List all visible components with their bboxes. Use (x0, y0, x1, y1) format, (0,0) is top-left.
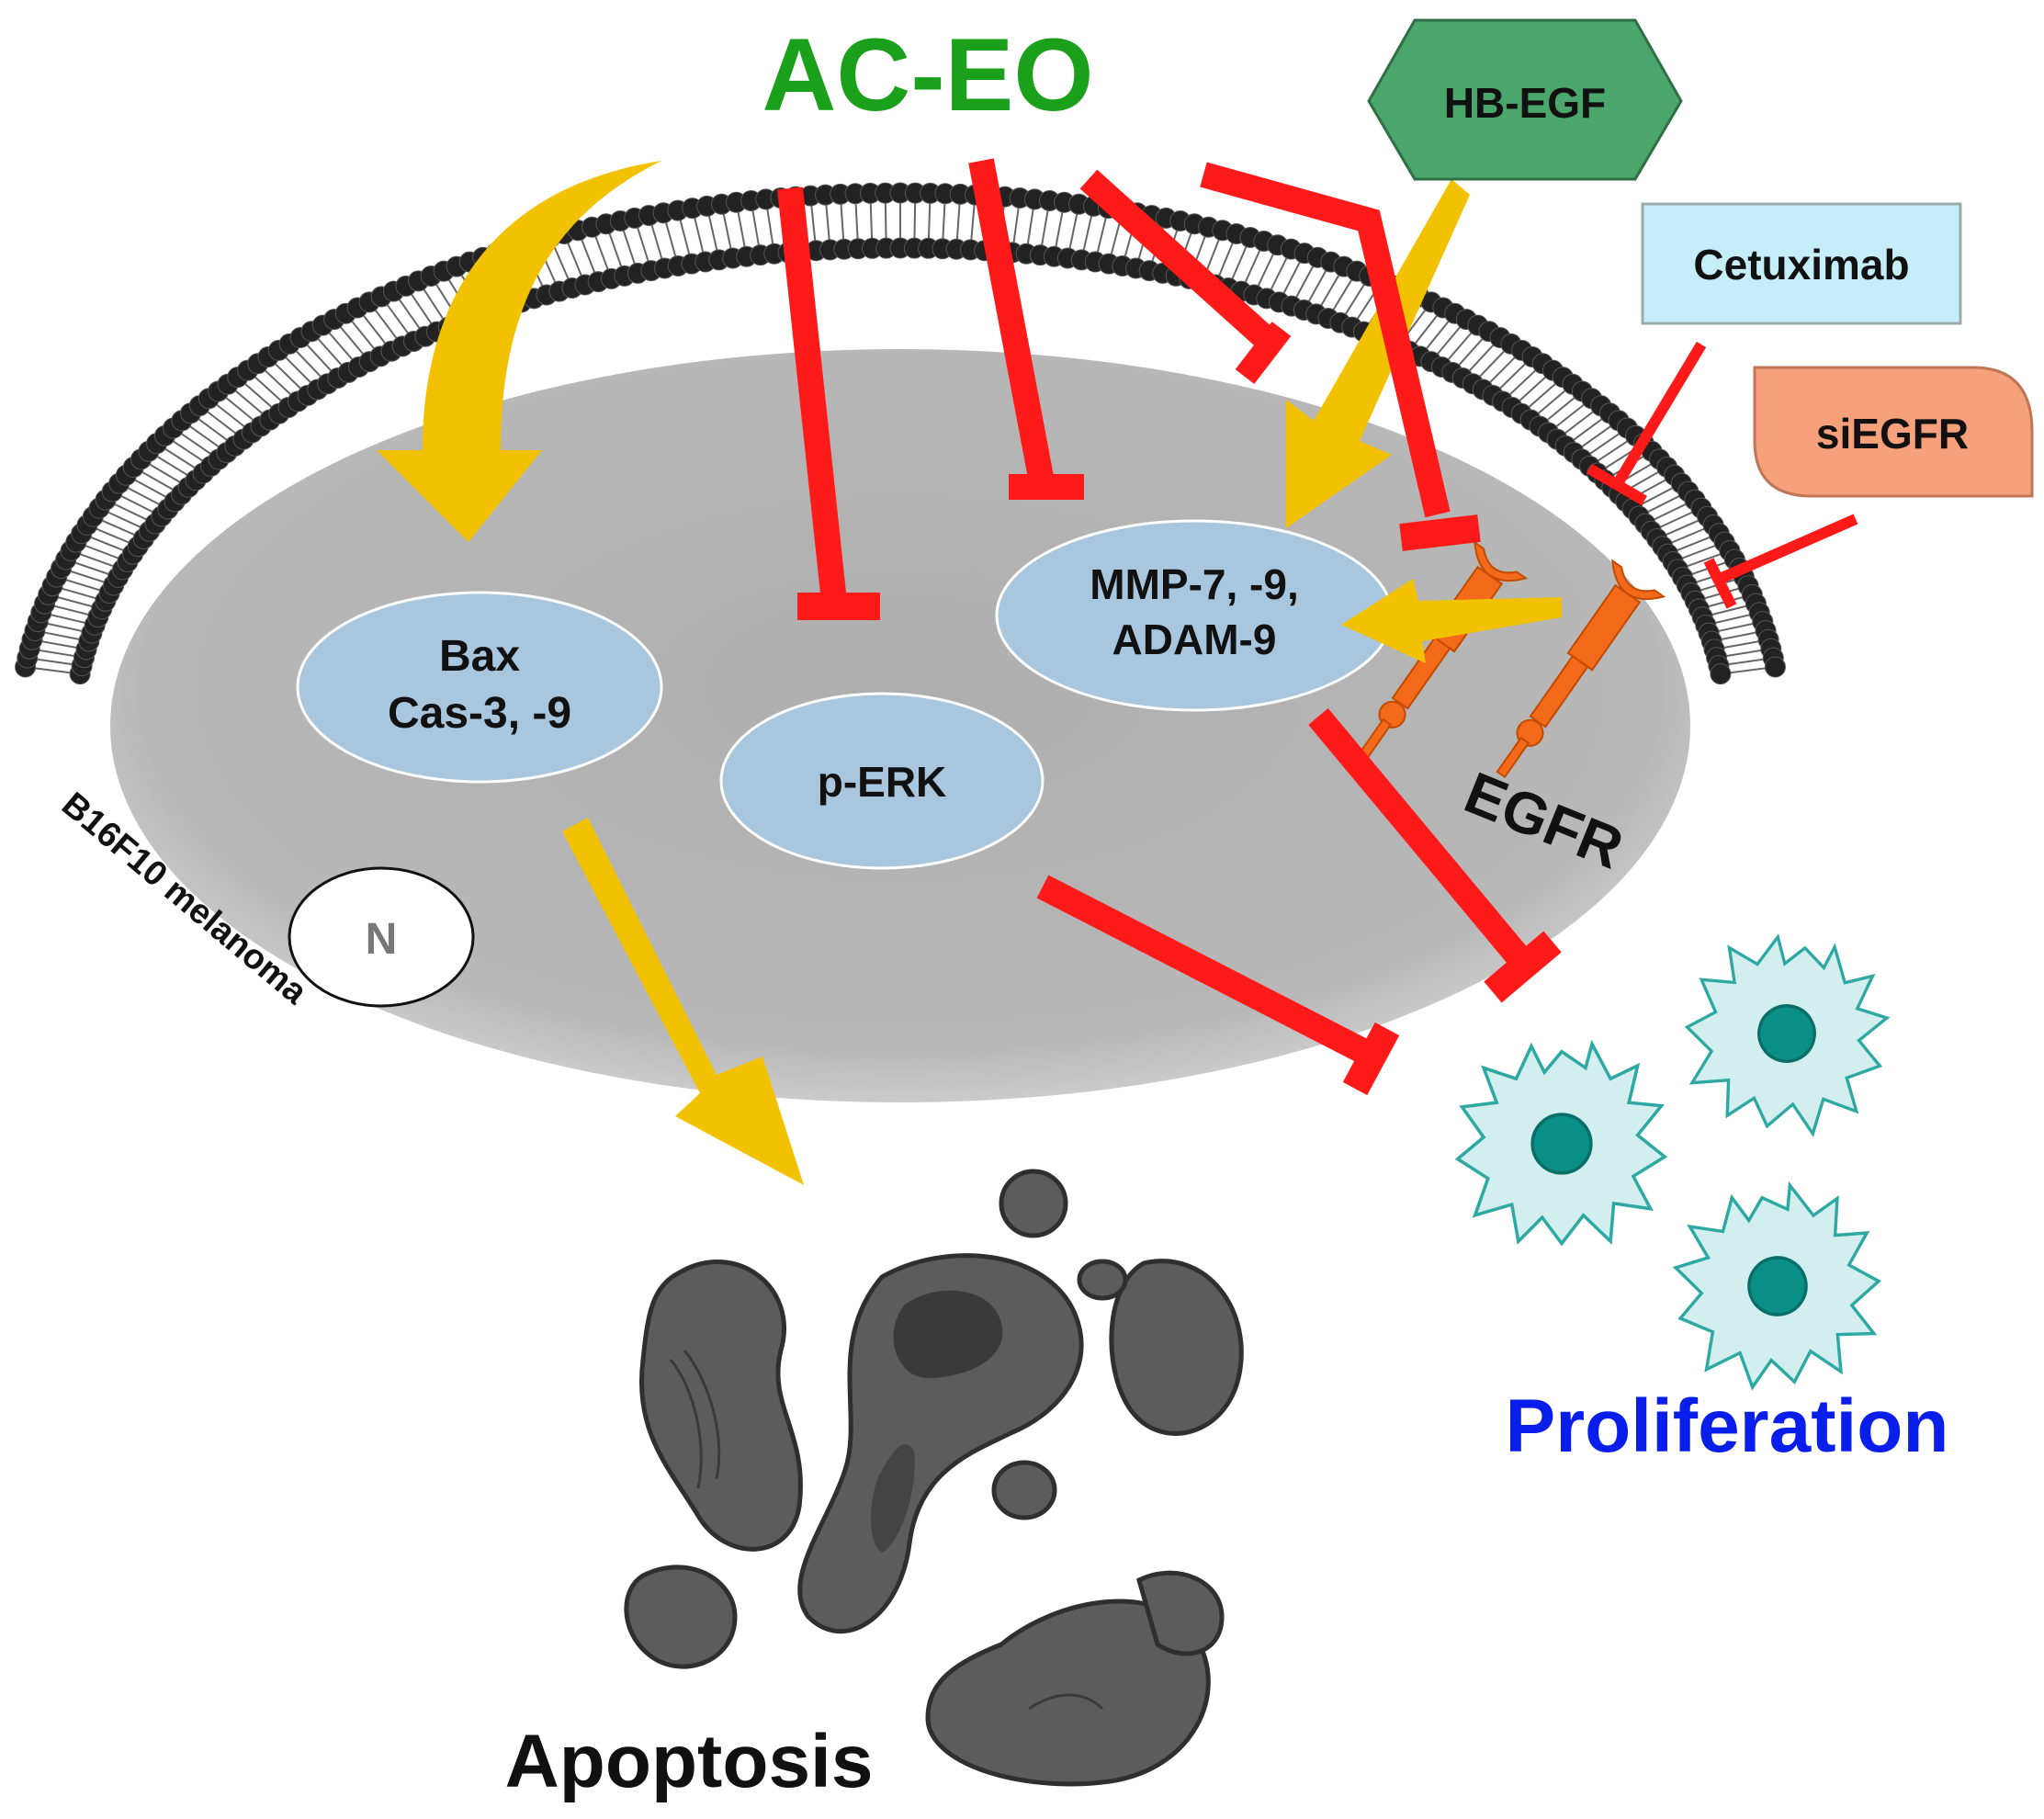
hbegf-label: HB-EGF (1444, 79, 1606, 127)
inhibition-aceo-erk (777, 186, 880, 620)
apoptosis-label: Apoptosis (505, 1720, 874, 1803)
inhibition-arrows (777, 158, 1858, 1096)
apoptotic-body (1109, 1259, 1244, 1436)
membrane-lipid (1764, 656, 1786, 678)
apoptotic-body (624, 1565, 738, 1669)
treatment-title: AC-EO (762, 17, 1094, 132)
tumor-cell (1659, 1171, 1895, 1402)
activation-arrow-hbegf-mmp (1286, 179, 1470, 528)
activation-arrow-aceo-bax (377, 161, 661, 542)
cetuximab-box (1641, 202, 1962, 325)
apoptotic-body (925, 1599, 1211, 1787)
proteases-label-1: MMP-7, -9, (1090, 560, 1298, 608)
sirna-shape (1753, 366, 2034, 498)
apoptotic-bodies (624, 1169, 1244, 1787)
proliferation-label: Proliferation (1506, 1384, 1949, 1468)
membrane-lipid (1710, 663, 1732, 685)
inhibition-aceo-cytoplasm (968, 158, 1084, 500)
apoptotic-body (639, 1260, 803, 1552)
apoptotic-body (999, 1169, 1068, 1238)
apoptotic-proteins-node (296, 591, 663, 784)
apoptotic-body (1077, 1259, 1128, 1301)
sirna-label: siEGFR (1816, 410, 1969, 458)
inhibition-cetuximab-egfr (1586, 341, 1707, 506)
erk-label: p-ERK (818, 758, 947, 806)
apoptotic-body (1136, 1570, 1225, 1656)
nucleus (288, 866, 475, 1008)
hbegf-hexagon (1367, 18, 1683, 181)
inhibition-erk-proliferation (1036, 875, 1400, 1096)
erk-node (719, 692, 1045, 870)
tumor-cell (1455, 1042, 1666, 1246)
apoptotic-body (991, 1460, 1057, 1520)
inhibition-aceo-membrane (1079, 169, 1292, 384)
inhibition-aceo-egfr (1200, 162, 1481, 551)
inhibition-sirna-egfr (1703, 514, 1858, 609)
proliferating-cells (1455, 919, 1904, 1402)
nucleus-label: N (366, 915, 398, 964)
activation-arrow-bax-apoptosis (562, 818, 804, 1185)
tumor-cell (1668, 919, 1904, 1148)
apoptotic-proteins-label-1: Bax (439, 632, 520, 681)
proteases-label-2: ADAM-9 (1112, 616, 1277, 663)
cetuximab-label: Cetuximab (1693, 241, 1909, 288)
apoptotic-proteins-label-2: Cas-3, -9 (388, 689, 571, 738)
activation-arrow-egfr-mmp (1341, 579, 1562, 663)
apoptotic-body (797, 1253, 1084, 1634)
inhibition-mmp-proliferation (1308, 708, 1562, 1003)
activation-arrows (377, 161, 1562, 1185)
